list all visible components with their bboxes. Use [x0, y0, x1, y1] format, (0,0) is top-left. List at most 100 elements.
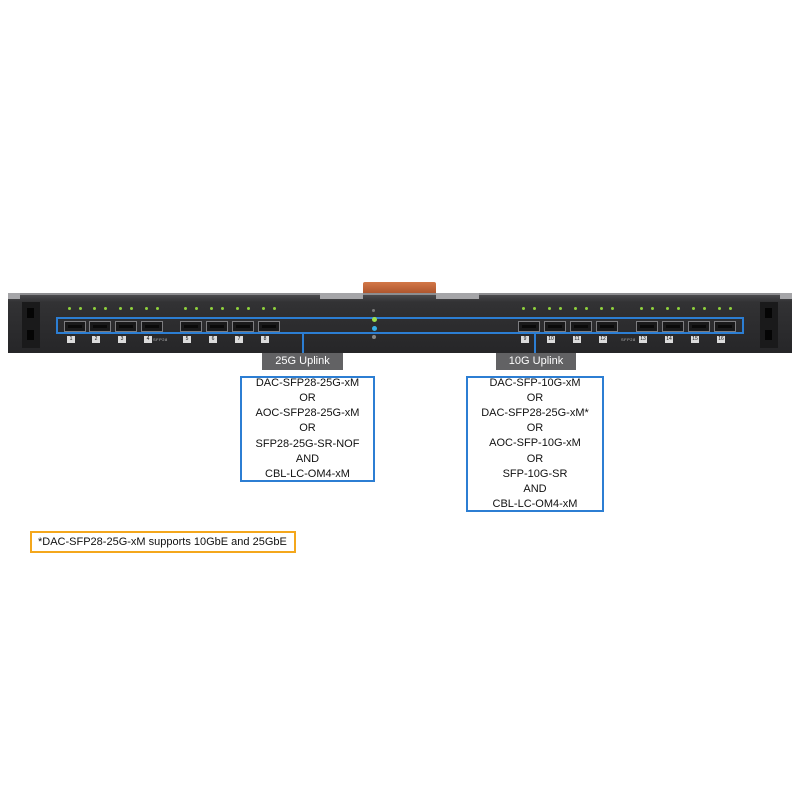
link-led [640, 307, 643, 310]
link-led [273, 307, 276, 310]
sfp-port[interactable] [141, 321, 163, 332]
chassis-body [8, 293, 792, 353]
sfp-port[interactable] [596, 321, 618, 332]
sfp-port[interactable] [570, 321, 592, 332]
link-led [79, 307, 82, 310]
port-number-label: 3 [118, 336, 126, 343]
sfp-port[interactable] [518, 321, 540, 332]
top-plate [780, 293, 792, 299]
link-led [585, 307, 588, 310]
sfp28-group-label: SFP28 [153, 337, 168, 342]
link-led [104, 307, 107, 310]
link-led [666, 307, 669, 310]
link-led [548, 307, 551, 310]
uplink-connector-10g [534, 334, 536, 353]
sfp-port[interactable] [206, 321, 228, 332]
port-number-label: 2 [92, 336, 100, 343]
footnote: *DAC-SFP28-25G-xM supports 10GbE and 25G… [30, 531, 296, 553]
option-line: AOC-SFP-10G-xM [489, 437, 581, 450]
link-led [184, 307, 187, 310]
port-number-label: 15 [691, 336, 699, 343]
link-led [600, 307, 603, 310]
option-line: AND [523, 483, 547, 496]
link-led [221, 307, 224, 310]
option-line: SFP-10G-SR [502, 467, 568, 480]
option-line: OR [526, 422, 544, 435]
link-led [651, 307, 654, 310]
link-led [718, 307, 721, 310]
port-highlight-box [56, 317, 744, 334]
port-number-label: 6 [209, 336, 217, 343]
link-led [145, 307, 148, 310]
port-number-label: 7 [235, 336, 243, 343]
sfp-port[interactable] [64, 321, 86, 332]
sfp-port[interactable] [180, 321, 202, 332]
port-number-label: 11 [573, 336, 581, 343]
port-number-label: 14 [665, 336, 673, 343]
sfp-port[interactable] [662, 321, 684, 332]
link-led [677, 307, 680, 310]
port-number-label: 4 [144, 336, 152, 343]
link-led [236, 307, 239, 310]
link-led [156, 307, 159, 310]
link-led [210, 307, 213, 310]
top-plate [436, 293, 479, 299]
link-led [611, 307, 614, 310]
port-number-label: 13 [639, 336, 647, 343]
link-led [119, 307, 122, 310]
sfp-port[interactable] [232, 321, 254, 332]
option-line: AOC-SFP28-25G-xM [255, 407, 360, 420]
top-plate [320, 293, 363, 299]
port-number-label: 9 [521, 336, 529, 343]
uplink-label-25g: 25G Uplink [262, 353, 343, 370]
link-led [68, 307, 71, 310]
sfp-port[interactable] [115, 321, 137, 332]
status-led [372, 317, 377, 322]
link-led [93, 307, 96, 310]
link-led [130, 307, 133, 310]
option-line: DAC-SFP-10G-xM [489, 376, 581, 389]
sfp-port[interactable] [714, 321, 736, 332]
top-plate [8, 293, 20, 299]
option-line: OR [526, 452, 544, 465]
sfp-port[interactable] [636, 321, 658, 332]
option-line: OR [526, 391, 544, 404]
port-number-label: 8 [261, 336, 269, 343]
option-line: CBL-LC-OM4-xM [492, 498, 578, 511]
option-line: DAC-SFP28-25G-xM [255, 376, 360, 389]
uplink-connector-25g [302, 334, 304, 353]
link-led [692, 307, 695, 310]
option-line: CBL-LC-OM4-xM [265, 468, 350, 481]
link-led [247, 307, 250, 310]
sfp-port[interactable] [688, 321, 710, 332]
link-led [559, 307, 562, 310]
link-led [533, 307, 536, 310]
link-led [262, 307, 265, 310]
port-number-label: 10 [547, 336, 555, 343]
option-line: AND [295, 452, 320, 465]
sfp-port[interactable] [258, 321, 280, 332]
option-line: OR [299, 422, 316, 435]
port-number-label: 5 [183, 336, 191, 343]
option-line: DAC-SFP28-25G-xM* [481, 407, 589, 419]
pull-handle[interactable] [363, 282, 436, 295]
option-line: OR [299, 392, 316, 404]
port-number-label: 12 [599, 336, 607, 343]
uplink-options-10g: DAC-SFP-10G-xM OR DAC-SFP28-25G-xM* OR A… [466, 376, 604, 512]
link-led [729, 307, 732, 310]
right-end-cap [760, 302, 778, 348]
sfp-port[interactable] [89, 321, 111, 332]
status-led [372, 309, 375, 312]
port-number-label: 1 [67, 336, 75, 343]
uplink-label-10g: 10G Uplink [496, 353, 576, 370]
sfp28-group-label: SFP28 [621, 337, 636, 342]
uplink-options-25g: DAC-SFP28-25G-xM OR AOC-SFP28-25G-xM OR … [240, 376, 375, 482]
port-number-label: 16 [717, 336, 725, 343]
status-led [372, 335, 376, 339]
left-end-cap [22, 302, 40, 348]
link-led [703, 307, 706, 310]
sfp-port[interactable] [544, 321, 566, 332]
link-led [195, 307, 198, 310]
status-led [372, 326, 377, 331]
link-led [574, 307, 577, 310]
